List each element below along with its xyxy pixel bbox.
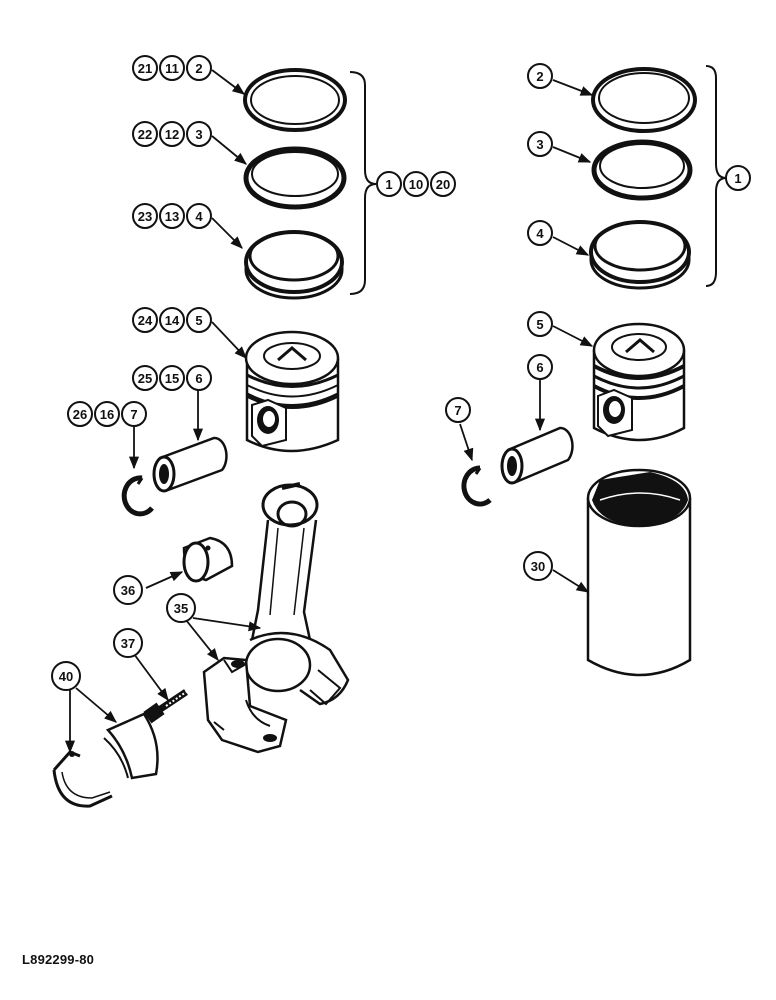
cylinder-sleeve — [586, 468, 692, 677]
bearing-shell-lower — [52, 750, 113, 808]
callout-pin-right: 6 — [527, 354, 553, 380]
piston-ring-bottom-right — [589, 220, 691, 290]
callout-piston-left: 24 14 5 — [132, 307, 212, 333]
callout-bearing: 40 — [51, 661, 81, 691]
callout-label: 1 — [734, 171, 741, 186]
piston-ring-top-right — [591, 67, 697, 133]
callout-label: 4 — [195, 209, 203, 224]
piston-ring-middle-left — [243, 146, 347, 210]
callout-label: 6 — [536, 360, 543, 375]
callout-label: 30 — [531, 559, 545, 574]
piston-ring-top-left — [243, 68, 347, 132]
callout-label: 12 — [165, 127, 179, 142]
callout-label: 10 — [409, 177, 423, 192]
callout-pin-left: 25 15 6 — [132, 365, 212, 391]
kit-brace-left — [349, 71, 377, 295]
piston-ring-middle-right — [591, 139, 693, 201]
callout-label: 23 — [138, 209, 152, 224]
callout-ring-top-right: 2 — [527, 63, 553, 89]
rod-bushing — [182, 536, 234, 583]
callout-label: 1 — [385, 177, 392, 192]
callout-ring-middle-right: 3 — [527, 131, 553, 157]
callout-kit-left: 1 10 20 — [376, 171, 456, 197]
callout-label: 2 — [195, 61, 202, 76]
snap-ring-left — [121, 475, 154, 517]
leader-lines — [64, 69, 594, 754]
callout-label: 40 — [59, 669, 73, 684]
callout-label: 25 — [138, 371, 152, 386]
callout-label: 15 — [165, 371, 179, 386]
callout-sleeve: 30 — [523, 551, 553, 581]
callout-rod: 35 — [166, 593, 196, 623]
callout-label: 5 — [536, 317, 543, 332]
callout-ring-bottom-right: 4 — [527, 220, 553, 246]
callout-label: 7 — [130, 407, 137, 422]
connecting-rod — [244, 482, 350, 706]
callout-label: 13 — [165, 209, 179, 224]
callout-label: 4 — [536, 226, 544, 241]
rod-bolt — [143, 689, 188, 724]
callout-label: 22 — [138, 127, 152, 142]
callout-label: 26 — [73, 407, 87, 422]
snap-ring-right — [461, 465, 492, 507]
callout-label: 11 — [165, 61, 179, 76]
callout-label: 7 — [454, 403, 461, 418]
callout-ring-bottom-left: 23 13 4 — [132, 203, 212, 229]
piston-right — [592, 322, 686, 442]
figure-id: L892299-80 — [22, 952, 95, 967]
rod-cap — [202, 656, 288, 754]
callout-label: 16 — [100, 407, 114, 422]
piston-pin-left — [152, 436, 228, 493]
callout-label: 2 — [536, 69, 543, 84]
kit-brace-right — [705, 65, 727, 287]
callout-label: 35 — [174, 601, 188, 616]
callout-label: 3 — [195, 127, 202, 142]
piston-pin-right — [500, 426, 574, 485]
callout-label: 37 — [121, 636, 135, 651]
piston-left — [244, 330, 340, 453]
callout-bolt: 37 — [113, 628, 143, 658]
callout-label: 20 — [436, 177, 450, 192]
callout-label: 5 — [195, 313, 202, 328]
callout-label: 21 — [138, 61, 152, 76]
callout-clip-left: 26 16 7 — [67, 401, 147, 427]
callout-piston-right: 5 — [527, 311, 553, 337]
callout-ring-top-left: 21 11 2 — [132, 55, 212, 81]
piston-ring-bottom-left — [244, 230, 344, 300]
callout-label: 24 — [138, 313, 153, 328]
callout-label: 14 — [165, 313, 180, 328]
callout-label: 36 — [121, 583, 135, 598]
callout-ring-middle-left: 22 12 3 — [132, 121, 212, 147]
bearing-shell-upper — [103, 712, 159, 780]
callout-bushing: 36 — [113, 575, 143, 605]
callout-kit-right: 1 — [725, 165, 751, 191]
callout-clip-right: 7 — [445, 397, 471, 423]
callout-label: 3 — [536, 137, 543, 152]
callout-label: 6 — [195, 371, 202, 386]
